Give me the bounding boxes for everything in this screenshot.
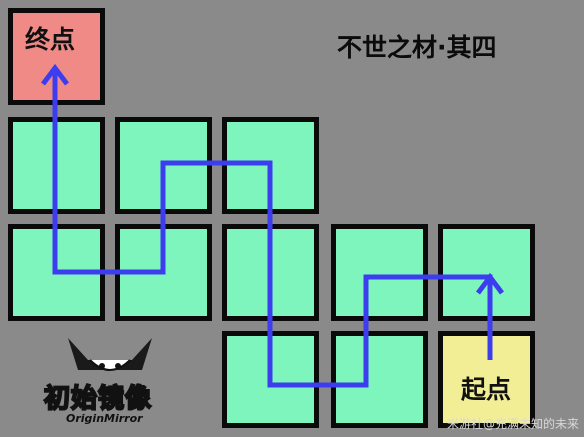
tile-floor [331, 224, 428, 321]
puzzle-title: 不世之材·其四 [337, 33, 497, 62]
origin-mirror-logo: 初始镜像 OriginMirror [40, 330, 180, 430]
goal-label: 终点 [25, 25, 76, 54]
arrow-head-goal-icon [41, 63, 69, 86]
logo-emblem-icon [68, 338, 152, 371]
tile-floor [331, 331, 428, 428]
logo-name-cn: 初始镜像 [43, 383, 153, 415]
start-label: 起点 [461, 375, 512, 404]
tile-start [438, 331, 535, 428]
logo-name-en: OriginMirror [66, 412, 143, 425]
arrow-head-start-icon [476, 272, 504, 295]
route-line [52, 68, 493, 388]
tile-floor [438, 224, 535, 321]
watermark: 米游社@充满未知的未来 [447, 417, 580, 431]
